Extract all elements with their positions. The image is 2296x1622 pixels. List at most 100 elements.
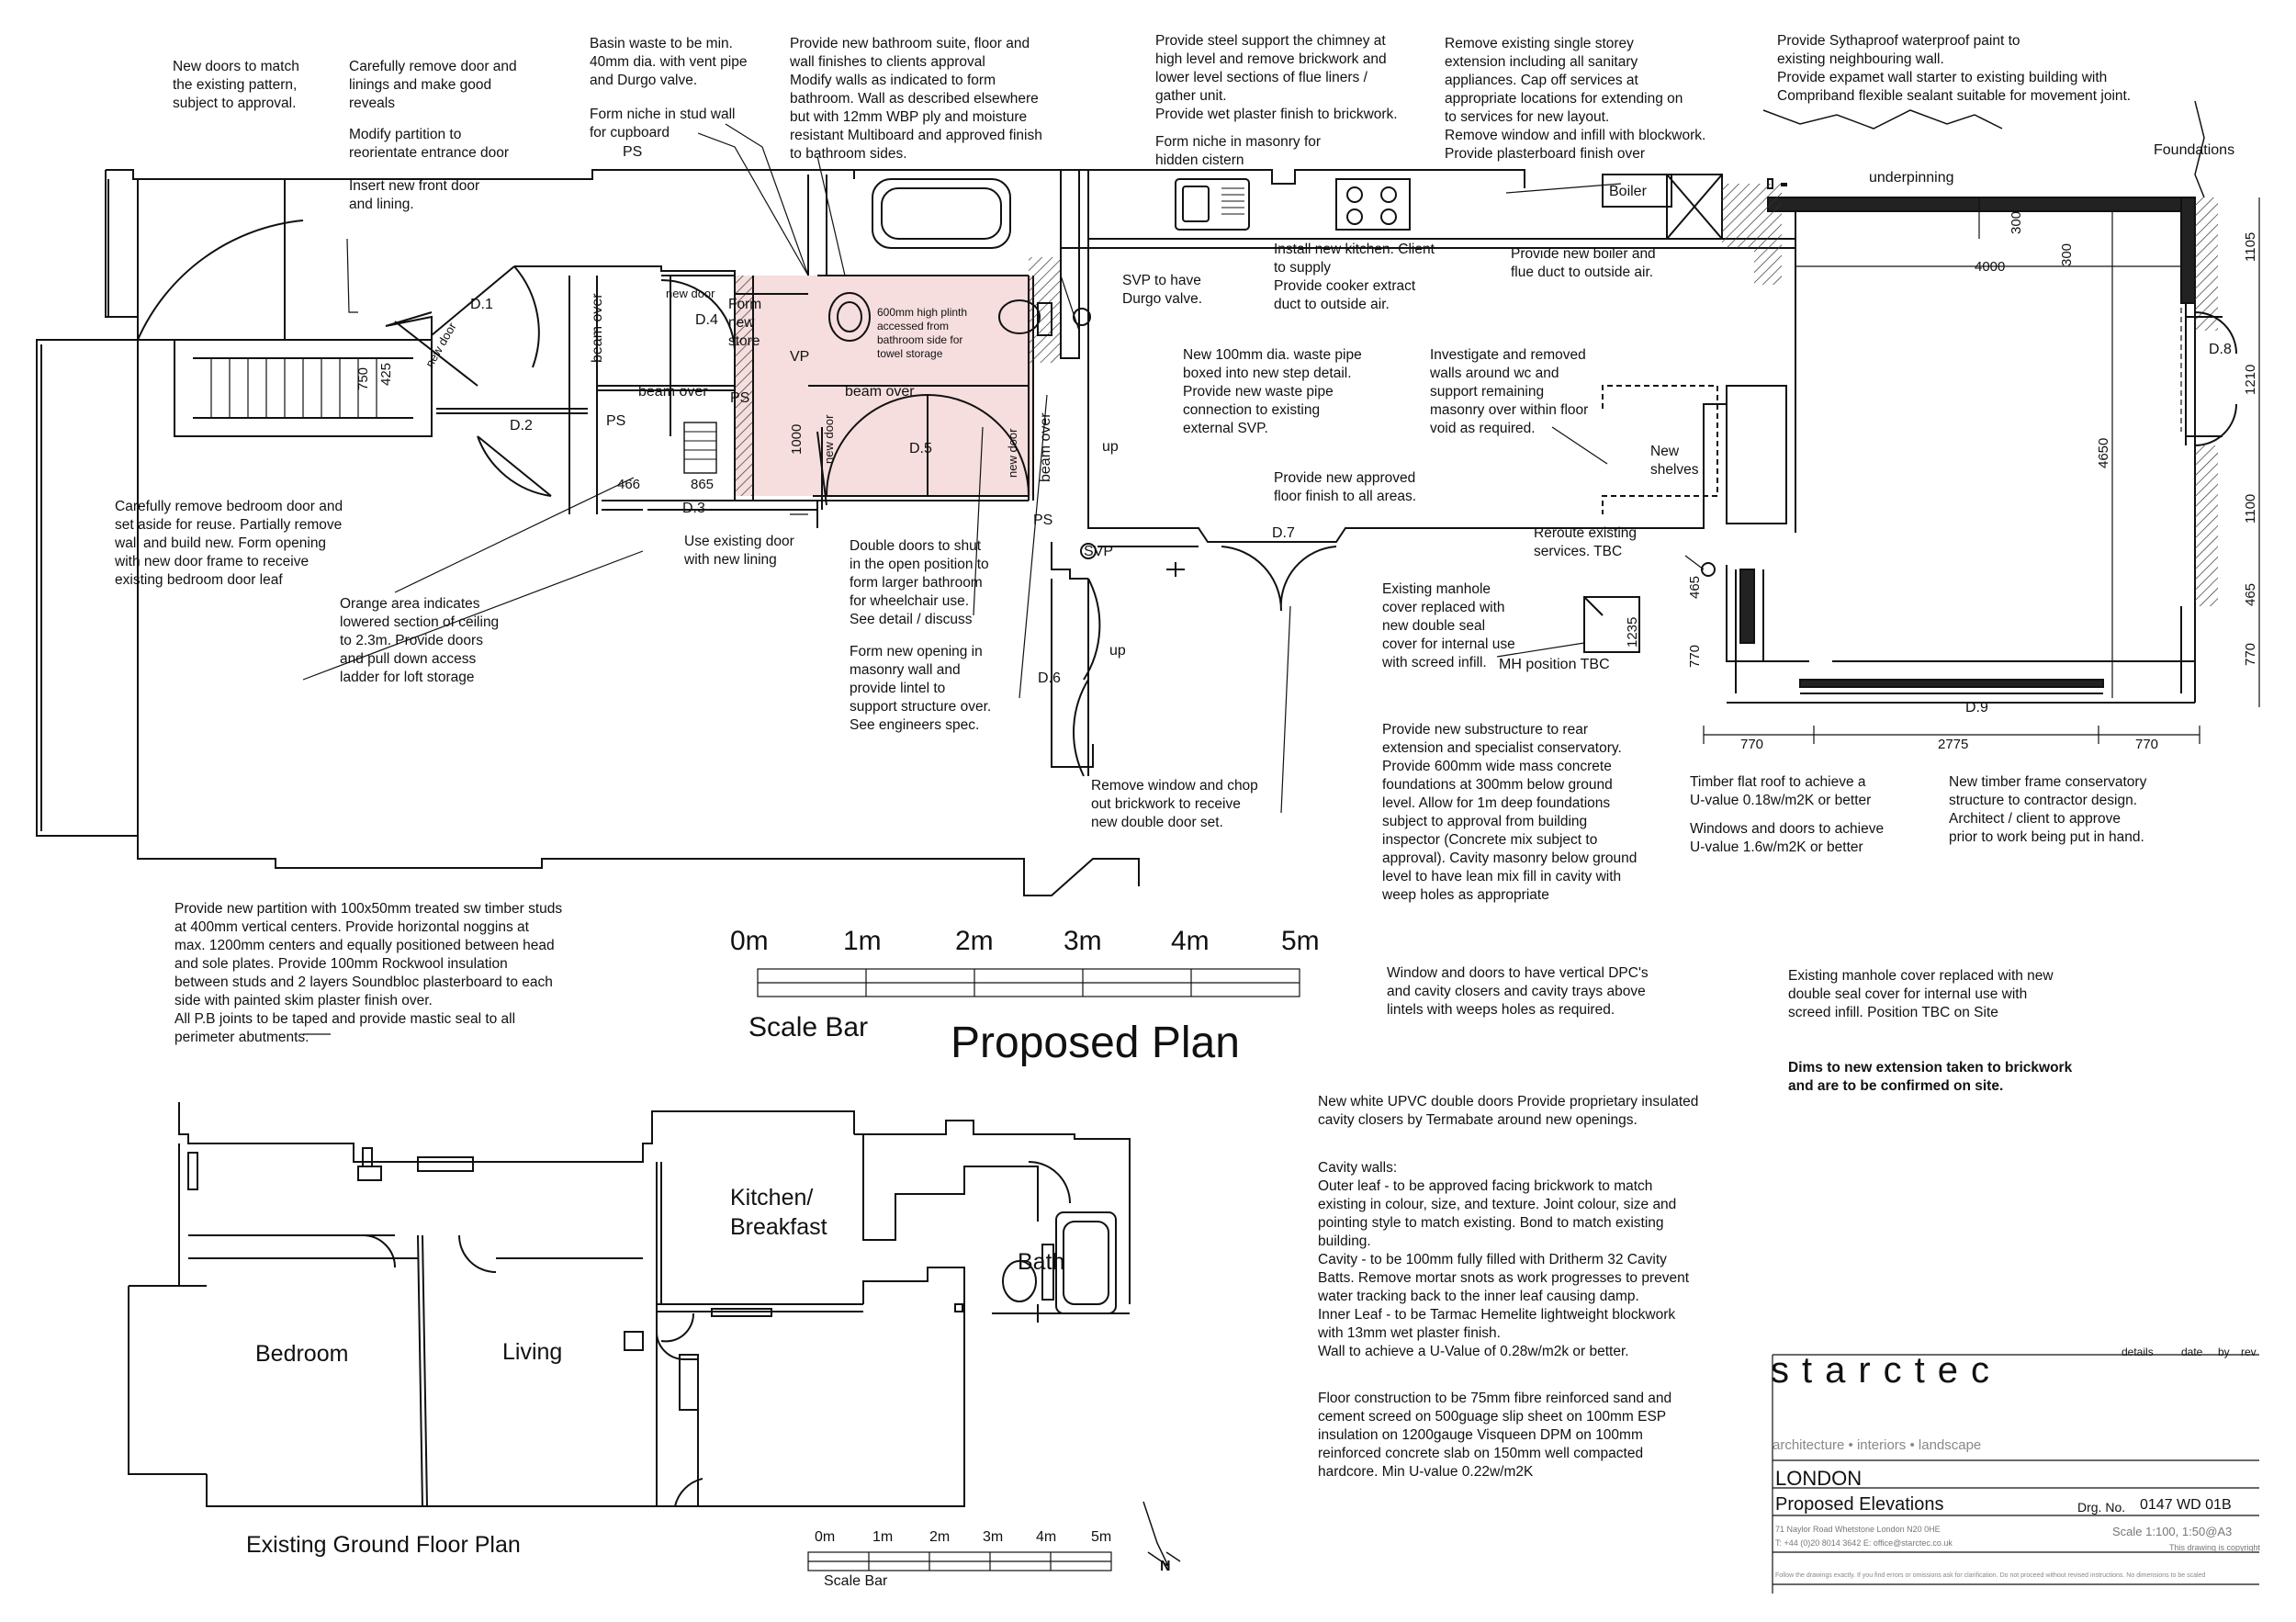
label-d1: D.1 [470,297,493,312]
note-conservatory: New timber frame conservatory structure … [1949,774,2147,845]
label-d7: D.7 [1272,525,1295,541]
note-remove-window: Remove window and chop out brickwork to … [1091,778,1258,830]
ex-scale-tick-2: 2m [929,1529,951,1545]
tb-header-rev: rev [2241,1346,2257,1358]
label-d5: D.5 [909,441,932,456]
label-up-1: up [1102,439,1119,455]
note-new-opening: Form new opening in masonry wall and pro… [850,644,992,733]
existing-plan-title: Existing Ground Floor Plan [246,1532,521,1558]
note-basin-waste: Basin waste to be min. 40mm dia. with ve… [590,36,748,88]
company-logo: starctec [1771,1350,2003,1391]
dim-1100: 1100 [2243,494,2258,524]
label-new-door-1: new door [666,287,715,300]
dim-1235: 1235 [1625,617,1640,648]
drawing-scale: Scale 1:100, 1:50@A3 [2112,1525,2233,1538]
tb-header-details: details [2122,1346,2154,1358]
dim-1000: 1000 [789,424,805,455]
label-ps-top: PS [623,144,643,160]
label-d3: D.3 [682,501,705,516]
note-double-doors: Double doors to shut in the open positio… [850,538,989,627]
label-d4: D.4 [695,312,718,328]
project-location: LONDON [1775,1467,1863,1490]
dim-1210: 1210 [2243,365,2258,395]
label-d8: D.8 [2209,342,2232,357]
proposed-scale-bar-label: Scale Bar [748,1012,869,1042]
dim-770-d: 770 [2135,737,2158,752]
proposed-plan-title: Proposed Plan [951,1019,1240,1067]
note-timber-roof: Timber flat roof to achieve a U-value 0.… [1690,774,1872,808]
room-living: Living [502,1339,563,1365]
label-underpinning: underpinning [1869,170,1954,186]
note-steel-support: Provide steel support the chimney at hig… [1155,33,1398,122]
dim-4000: 4000 [1975,259,2005,275]
note-cavity-walls: Cavity walls: Outer leaf - to be approve… [1318,1160,1690,1359]
copyright: This drawing is copyright [2169,1543,2261,1552]
note-substructure: Provide new substructure to rear extensi… [1382,722,1638,903]
note-manhole-2: Existing manhole cover replaced with new… [1788,968,2054,1020]
dim-770-c: 770 [1740,737,1763,752]
room-bedroom: Bedroom [255,1341,349,1367]
dim-465-left: 465 [1687,576,1703,599]
note-new-doors: New doors to match the existing pattern,… [173,59,299,111]
note-upvc: New white UPVC double doors Provide prop… [1318,1094,1699,1128]
drawing-number: 0147 WD 01B [2140,1497,2232,1513]
ex-scale-tick-0: 0m [815,1529,836,1545]
note-front-door: Insert new front door and lining. [349,178,480,212]
label-mh-position: MH position TBC [1499,657,1610,672]
note-new-kitchen: Install new kitchen. Client to supply Pr… [1274,242,1435,312]
note-floor-construction: Floor construction to be 75mm fibre rein… [1318,1391,1672,1480]
label-form-new-store: Form new store [728,297,762,349]
dim-4650: 4650 [2096,438,2111,468]
dim-2775: 2775 [1938,737,1968,752]
dim-466: 466 [617,477,640,492]
note-remove-door: Carefully remove door and linings and ma… [349,59,517,111]
note-remove-bedroom-door: Carefully remove bedroom door and set as… [115,499,343,588]
label-boiler: Boiler [1609,184,1647,199]
dim-770-right: 770 [2243,643,2258,666]
existing-scale-bar-label: Scale Bar [824,1573,888,1589]
note-manhole: Existing manhole cover replaced with new… [1382,581,1515,670]
scale-tick-5: 5m [1281,926,1320,956]
note-modify-partition: Modify partition to reorientate entrance… [349,127,510,161]
drawing-number-label: Drg. No. [2077,1500,2126,1515]
ex-scale-tick-1: 1m [872,1529,894,1545]
label-up-2: up [1109,643,1126,659]
dim-425: 425 [378,363,394,386]
room-kitchen: Kitchen/ Breakfast [730,1185,827,1240]
note-partition: Provide new partition with 100x50mm trea… [174,901,563,1045]
label-plinth: 600mm high plinth accessed from bathroom… [877,306,968,360]
disclaimer: Follow the drawings exactly. If you find… [1775,1572,2206,1579]
label-beam-over-3: beam over [590,293,605,363]
dim-865: 865 [691,477,714,492]
tb-header-by: by [2218,1346,2230,1358]
dim-770-left: 770 [1687,645,1703,668]
room-bath: Bath [1018,1249,1065,1275]
label-beam-over-2: beam over [845,384,915,400]
note-waste-pipe: New 100mm dia. waste pipe boxed into new… [1183,347,1362,436]
note-orange-area: Orange area indicates lowered section of… [340,596,500,685]
label-d6: D.6 [1038,670,1061,686]
label-d9: D.9 [1965,700,1988,715]
scale-tick-1: 1m [843,926,882,956]
note-svp-durgo: SVP to have Durgo valve. [1122,273,1203,307]
dim-300-a: 300 [2009,211,2024,234]
company-tagline: architecture • interiors • landscape [1773,1437,1982,1453]
note-new-boiler: Provide new boiler and flue duct to outs… [1511,246,1656,280]
note-investigate-walls: Investigate and removed walls around wc … [1430,347,1589,436]
dim-750: 750 [355,367,371,390]
note-reroute: Reroute existing services. TBC [1534,525,1638,559]
note-dpc: Window and doors to have vertical DPC's … [1387,965,1649,1018]
ex-scale-tick-5: 5m [1091,1529,1112,1545]
label-beam-over-4: beam over [1038,412,1053,482]
note-windows-doors: Windows and doors to achieve U-value 1.6… [1690,821,1885,855]
label-vp: VP [790,349,810,365]
note-form-niche-stud: Form niche in stud wall for cupboard [590,107,736,141]
label-ps-2: PS [730,390,750,406]
label-new-door-2: new door [822,414,836,464]
ex-scale-tick-4: 4m [1036,1529,1057,1545]
dim-1105: 1105 [2243,232,2258,262]
dimension-labels: 750 425 466 865 1000 300 300 4000 4650 1… [355,211,2258,752]
dim-300-b: 300 [2059,243,2075,266]
